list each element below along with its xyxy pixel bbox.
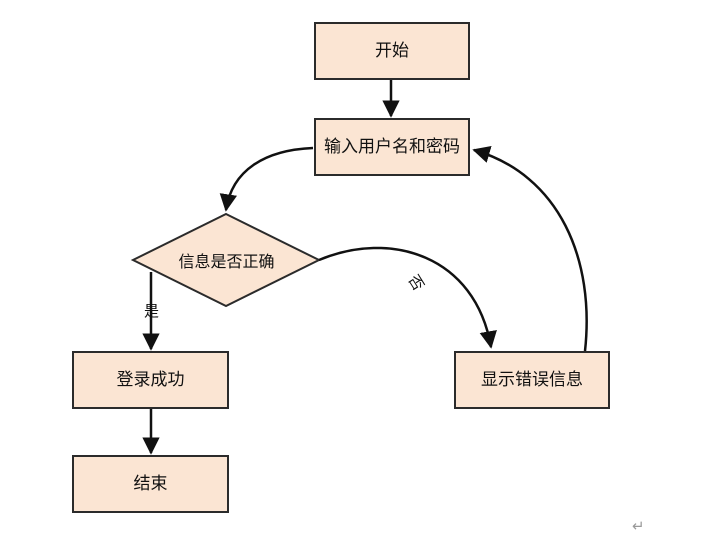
arrow-decision-to-error: [318, 246, 497, 349]
login-success-label: 登录成功: [116, 370, 185, 390]
login-success-node: 登录成功: [72, 351, 229, 409]
show-error-label: 显示错误信息: [481, 370, 583, 390]
show-error-node: 显示错误信息: [454, 351, 610, 409]
decision-label: 信息是否正确: [178, 252, 275, 271]
arrow-error-to-input: [472, 146, 588, 352]
yes-edge-label: 是: [144, 302, 160, 320]
input-credentials-label: 输入用户名和密码: [324, 137, 460, 157]
arrow-input-to-decision: [219, 146, 314, 212]
end-label: 结束: [133, 474, 168, 494]
start-node: 开始: [314, 22, 470, 80]
end-node: 结束: [72, 455, 229, 513]
paragraph-mark-icon: ↵: [632, 517, 645, 535]
decision-diamond: [130, 212, 322, 308]
start-label: 开始: [375, 41, 409, 61]
input-credentials-node: 输入用户名和密码: [314, 118, 470, 176]
